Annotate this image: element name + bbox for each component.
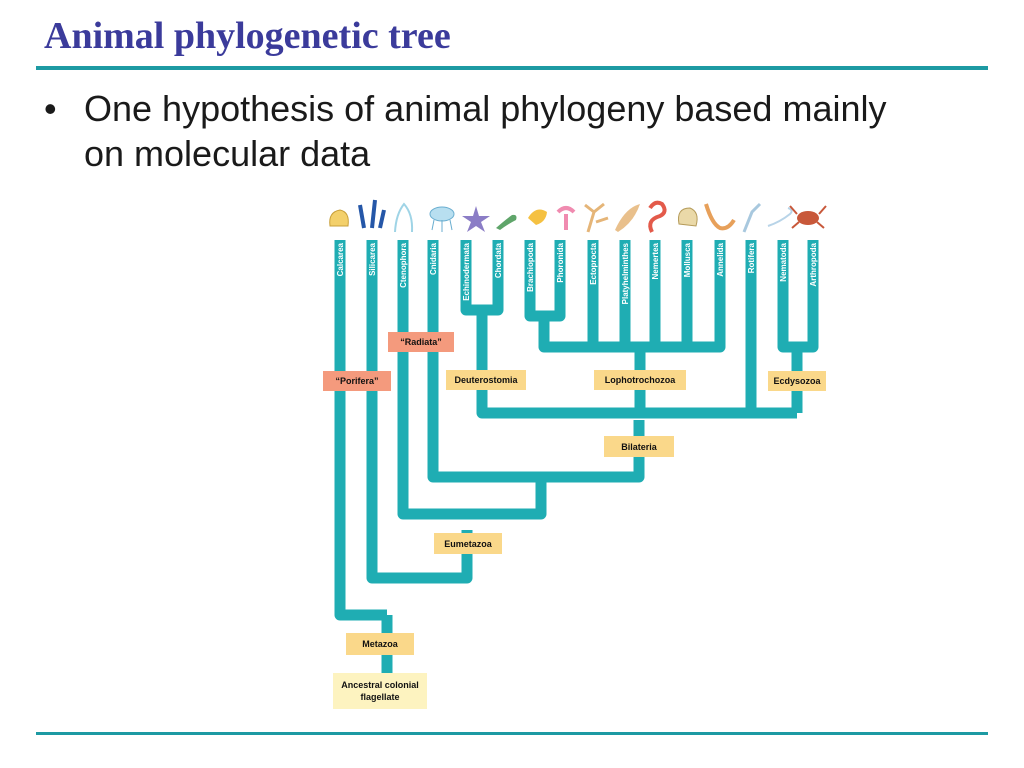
taxon-label-chordata: Chordata xyxy=(494,242,503,278)
eumetazoa-clade: Eumetazoa xyxy=(434,533,502,554)
taxon-label-platyhelminthes: Platyhelminthes xyxy=(621,242,630,304)
taxon-label-nemertea: Nemertea xyxy=(651,242,660,279)
snail-icon xyxy=(678,207,698,227)
taxon-label-calcarea: Calcarea xyxy=(336,242,345,276)
porifera-label: “Porifera” xyxy=(335,376,378,386)
radiata-label: “Radiata” xyxy=(400,337,442,347)
footer-divider xyxy=(36,732,988,735)
calcarea-sponge-icon xyxy=(329,209,349,227)
taxon-label-brachiopoda: Brachiopoda xyxy=(526,242,535,291)
lizard-icon xyxy=(496,214,517,230)
bullet-text: One hypothesis of animal phylogeny based… xyxy=(84,88,887,174)
ancestor-label-line2: flagellate xyxy=(360,692,399,702)
ctenophore-icon xyxy=(394,202,414,233)
porifera-clade: “Porifera” xyxy=(323,371,391,391)
metazoa-label: Metazoa xyxy=(362,639,399,649)
taxon-label-silicarea: Silicarea xyxy=(368,242,377,275)
ancestor-label-line1: Ancestral colonial xyxy=(341,680,419,690)
crab-icon xyxy=(789,205,827,229)
branch-lophotrochozoa xyxy=(524,240,726,413)
ecdysozoa-clade: Ecdysozoa xyxy=(768,371,826,391)
deuterostomia-clade: Deuterostomia xyxy=(446,370,526,390)
branch-calcarea xyxy=(334,240,387,621)
tree-branches xyxy=(334,240,819,700)
flatworm-icon xyxy=(615,204,640,232)
bilateria-clade: Bilateria xyxy=(604,436,674,457)
taxon-label-cnidaria: Cnidaria xyxy=(429,242,438,275)
eumetazoa-label: Eumetazoa xyxy=(444,539,493,549)
taxon-labels: Calcarea Silicarea Ctenophora Cnidaria Echin… xyxy=(336,242,818,304)
deuterostomia-label: Deuterostomia xyxy=(454,375,518,385)
starfish-icon xyxy=(462,206,490,232)
taxon-label-ectoprocta: Ectoprocta xyxy=(589,242,598,284)
bullet-marker: • xyxy=(44,88,57,129)
jellyfish-icon xyxy=(429,206,455,232)
branch-silicarea xyxy=(366,240,473,584)
branch-deuterostomia xyxy=(460,240,797,419)
branch-ctenophora xyxy=(397,240,547,520)
taxon-label-mollusca: Mollusca xyxy=(683,242,692,277)
metazoa-clade: Metazoa xyxy=(346,633,414,655)
taxon-label-phoronida: Phoronida xyxy=(556,242,565,282)
taxon-label-echinodermata: Echinodermata xyxy=(462,242,471,300)
clade-boxes: “Radiata” “Porifera” Deuterostomia Lopho… xyxy=(323,332,826,709)
ecdysozoa-label: Ecdysozoa xyxy=(773,376,821,386)
bilateria-label: Bilateria xyxy=(621,442,658,452)
ribbon-worm-icon xyxy=(648,200,667,233)
taxon-label-rotifera: Rotifera xyxy=(747,242,756,273)
earthworm-icon xyxy=(704,203,736,231)
taxon-icons xyxy=(329,199,827,233)
radiata-clade: “Radiata” xyxy=(388,332,454,352)
silicarea-sponge-icon xyxy=(358,199,386,229)
slide-title: Animal phylogenetic tree xyxy=(44,15,451,57)
taxon-label-ctenophora: Ctenophora xyxy=(399,242,408,287)
lophotrochozoa-clade: Lophotrochozoa xyxy=(594,370,686,390)
phoronid-icon xyxy=(556,206,576,230)
taxon-label-arthropoda: Arthropoda xyxy=(809,242,818,286)
rotifer-icon xyxy=(742,202,762,233)
lophotrochozoa-label: Lophotrochozoa xyxy=(605,375,676,385)
title-divider xyxy=(36,66,988,70)
taxon-label-nematoda: Nematoda xyxy=(779,242,788,281)
roundworm-icon xyxy=(767,207,793,227)
brachiopod-icon xyxy=(528,209,547,225)
ancestor-node: Ancestral colonial flagellate xyxy=(333,673,427,709)
taxon-label-annelida: Annelida xyxy=(716,242,725,276)
ectoproct-icon xyxy=(584,202,609,233)
